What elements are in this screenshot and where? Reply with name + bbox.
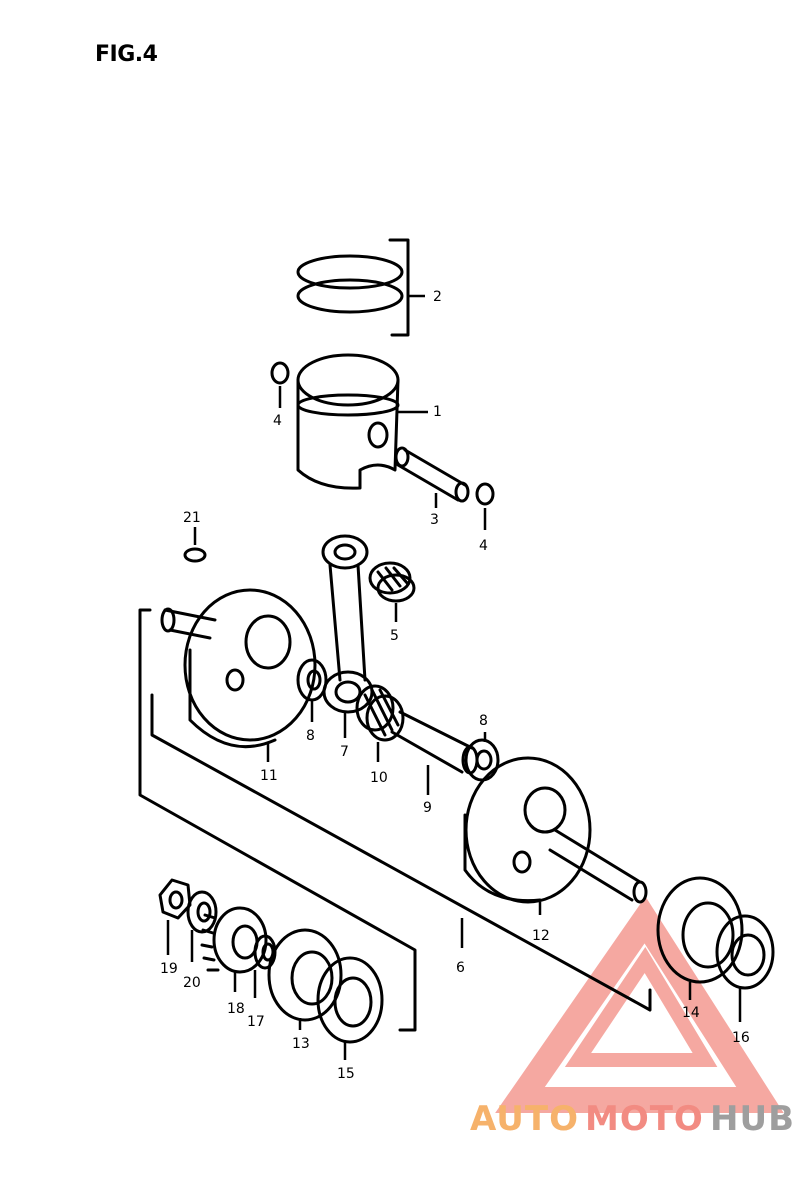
label-7: 7	[340, 744, 349, 760]
label-8a: 8	[306, 728, 315, 744]
needle-bearing-part-5	[368, 561, 416, 603]
label-8b: 8	[479, 713, 488, 729]
label-5: 5	[390, 628, 399, 644]
figure-title: FIG.4	[95, 42, 158, 67]
connecting-rod-part-7	[321, 534, 374, 714]
watermark-hub: HUB	[710, 1099, 795, 1139]
label-16: 16	[732, 1030, 750, 1046]
label-1: 1	[433, 404, 442, 420]
label-12: 12	[532, 928, 550, 944]
nut-part-19	[158, 878, 192, 920]
washer-part-20	[186, 890, 218, 934]
key-part-21	[183, 547, 207, 563]
label-9: 9	[423, 800, 432, 816]
label-19: 19	[160, 961, 178, 977]
crankpin-part-9	[390, 710, 479, 775]
label-2: 2	[433, 289, 442, 305]
oil-seal-part-16	[715, 914, 775, 990]
label-20: 20	[183, 975, 201, 991]
crank-web-part-12	[463, 756, 648, 904]
label-21: 21	[183, 510, 201, 526]
bearing-part-10	[355, 684, 405, 742]
circlip-part-4b	[475, 482, 495, 506]
label-4a: 4	[273, 413, 282, 429]
piston-part-1	[296, 353, 400, 490]
label-6: 6	[456, 960, 465, 976]
bearing-part-14	[656, 876, 744, 984]
watermark-auto: AUTO	[470, 1099, 579, 1139]
crankshaft-assembly-bracket-6	[138, 608, 652, 1032]
piston-pin-part-3	[394, 446, 470, 503]
crank-web-part-11	[160, 588, 317, 749]
washer-part-8a	[296, 658, 328, 702]
label-15: 15	[337, 1066, 355, 1082]
label-4b: 4	[479, 538, 488, 554]
piston-rings-part-2	[296, 238, 410, 337]
circlip-part-4a	[270, 361, 290, 385]
label-13: 13	[292, 1036, 310, 1052]
watermark-moto: MOTO	[585, 1099, 704, 1139]
watermark-logo-icon	[495, 896, 784, 1113]
bearing-part-13	[267, 928, 343, 1022]
oil-seal-part-15	[316, 956, 384, 1044]
watermark-text: AUTO MOTO HUB	[470, 1099, 795, 1139]
label-3: 3	[430, 512, 439, 528]
label-14: 14	[682, 1005, 700, 1021]
label-17: 17	[247, 1014, 265, 1030]
label-18: 18	[227, 1001, 245, 1017]
label-10: 10	[370, 770, 388, 786]
label-11: 11	[260, 768, 278, 784]
